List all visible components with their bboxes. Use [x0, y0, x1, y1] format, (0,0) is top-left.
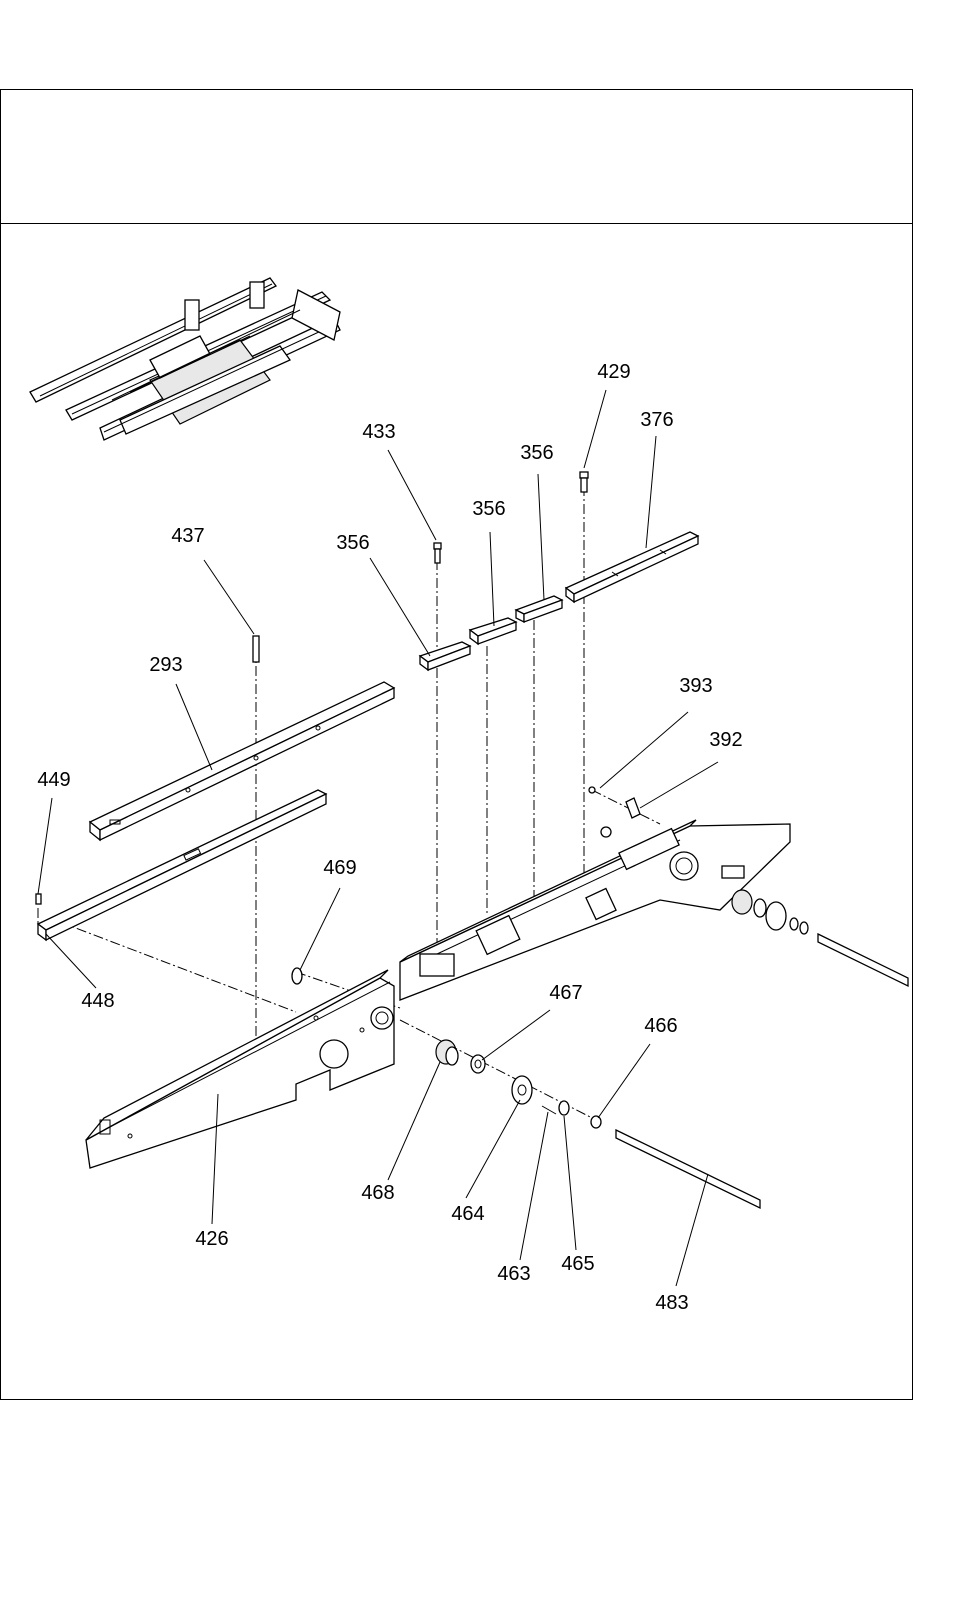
part-393-screw	[589, 787, 595, 793]
part-429-bolt	[580, 472, 588, 492]
part-356-wear-strip-3	[516, 596, 562, 622]
callout-426: 426	[195, 1228, 228, 1250]
callout-393: 393	[679, 675, 712, 697]
callout-356-middle: 356	[472, 498, 505, 520]
part-466-nut	[591, 1116, 601, 1128]
part-465-collar	[559, 1101, 569, 1115]
part-449-screw	[36, 894, 41, 904]
callout-449: 449	[37, 769, 70, 791]
callout-376: 376	[640, 409, 673, 431]
callout-429: 429	[597, 361, 630, 383]
callout-463: 463	[497, 1263, 530, 1285]
part-433-bolt	[434, 543, 441, 563]
part-356-wear-strip-2	[470, 618, 516, 644]
part-468-gear	[436, 1040, 458, 1065]
callout-465: 465	[561, 1253, 594, 1275]
side-frame-upper	[400, 820, 790, 1000]
callout-437: 437	[171, 525, 204, 547]
part-426-side-frame	[86, 970, 394, 1168]
callout-469: 469	[323, 857, 356, 879]
callout-464: 464	[451, 1203, 484, 1225]
part-464-flange	[512, 1076, 532, 1104]
part-463-pin	[542, 1106, 556, 1114]
overview-assembly-thumbnail	[30, 278, 340, 440]
part-483-shaft	[616, 1130, 760, 1208]
part-392-bracket	[626, 798, 640, 818]
callout-392: 392	[709, 729, 742, 751]
callout-467: 467	[549, 982, 582, 1004]
part-356-wear-strip-1	[420, 642, 470, 670]
callout-483: 483	[655, 1292, 688, 1314]
callout-433: 433	[362, 421, 395, 443]
part-448-bar	[38, 790, 326, 940]
callout-356-left: 356	[336, 532, 369, 554]
callout-466: 466	[644, 1015, 677, 1037]
part-469-washer	[292, 968, 302, 984]
part-467-bearing	[471, 1055, 485, 1073]
callout-356-right: 356	[520, 442, 553, 464]
part-293-rail	[90, 682, 394, 840]
part-376-wear-strip	[566, 532, 698, 602]
callout-293: 293	[149, 654, 182, 676]
callout-448: 448	[81, 990, 114, 1012]
part-437-pin	[253, 636, 259, 662]
callout-468: 468	[361, 1182, 394, 1204]
callout-labels: 437 433 429 376 356 356 356 293 449 448 …	[37, 361, 742, 1314]
